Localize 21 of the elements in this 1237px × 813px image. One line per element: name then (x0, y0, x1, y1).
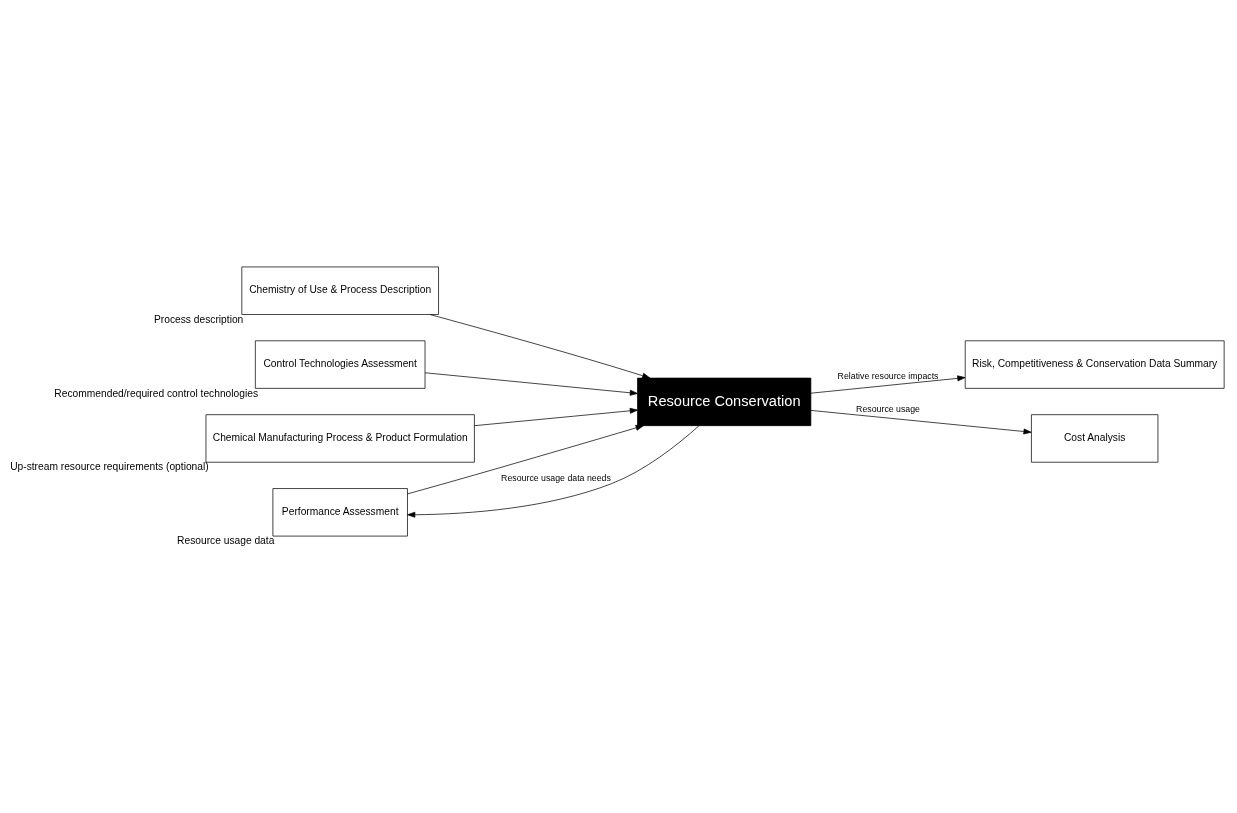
arrow (407, 424, 700, 518)
arrow (407, 424, 644, 494)
node-box: Performance Assessment (272, 487, 408, 536)
arrow (429, 313, 651, 379)
arrow (810, 409, 1032, 434)
arrow (474, 407, 638, 426)
edge-label: Resource usage (856, 403, 920, 414)
edge-label: Resource usage data needs (501, 472, 611, 483)
node-box: Control Technologies Assessment (254, 339, 426, 389)
node-box: Chemistry of Use & Process Description (241, 266, 439, 315)
edge-label: Relative resource impacts (837, 370, 939, 381)
node-box: Chemical Manufacturing Process & Product Formulation (205, 413, 475, 463)
arrow (424, 371, 638, 396)
node-label: Process description (153, 313, 244, 325)
node-label: Up-stream resource requirements (optional) (10, 460, 209, 472)
node-box: Resource Conservation (637, 377, 812, 426)
node-label: Recommended/required control technologies (54, 387, 259, 399)
node-box: Cost Analysis (1031, 413, 1159, 463)
arrow (810, 374, 966, 394)
node-box: Risk, Competitiveness & Conservation Data Summary (964, 339, 1225, 389)
node-label: Resource usage data (177, 534, 275, 546)
